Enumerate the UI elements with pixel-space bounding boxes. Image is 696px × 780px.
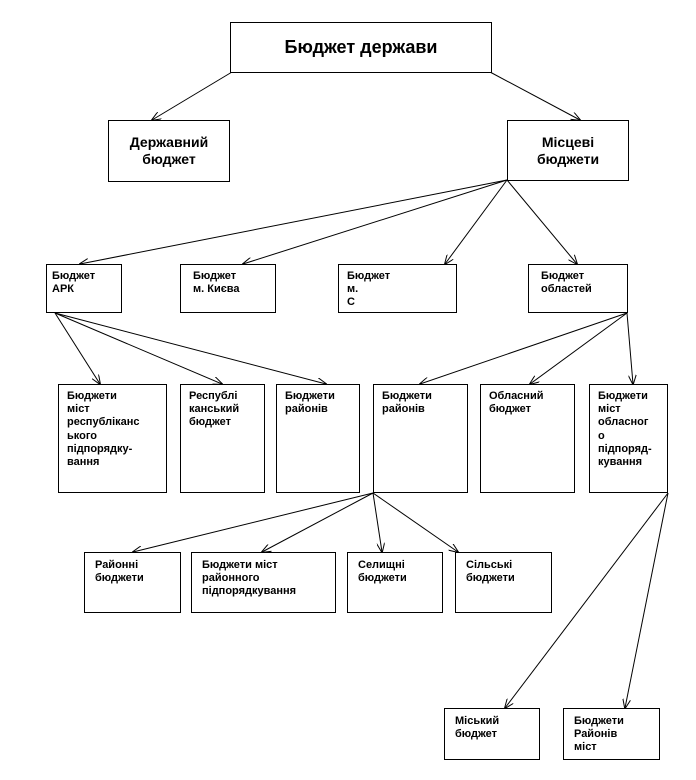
- box-label: Районні бюджети: [95, 559, 144, 585]
- box-label: Міський бюджет: [455, 715, 500, 741]
- arrow-oblasts-to-oblast: [530, 312, 628, 384]
- box-cities-republican-subordination: Бюджети міст республіканс ького підпоряд…: [58, 384, 167, 493]
- box-budget-kyiv: Бюджет м. Києва: [180, 264, 276, 313]
- box-label: Бюджети районів: [382, 390, 432, 416]
- arrow-local-to-oblasts: [506, 179, 577, 264]
- arrow-ark-to-cities-rep: [54, 312, 100, 384]
- box-label: Державний бюджет: [129, 134, 209, 167]
- box-local-budgets: Місцеві бюджети: [507, 120, 629, 181]
- box-cities-raion-subordination: Бюджети міст районного підпорядкування: [191, 552, 336, 613]
- box-label: Бюджет областей: [541, 270, 592, 296]
- arrow-local-to-sev: [445, 179, 508, 264]
- box-budget-sevastopol: Бюджет м. С: [338, 264, 457, 313]
- box-district-budgets-ark: Бюджети районів: [276, 384, 360, 493]
- box-label: Республі канський бюджет: [189, 390, 240, 429]
- box-city-budget: Міський бюджет: [444, 708, 540, 760]
- box-label: Бюджети міст районного підпорядкування: [202, 559, 297, 598]
- box-republican-budget: Республі канський бюджет: [180, 384, 265, 493]
- box-label: Бюджети Районів міст: [574, 715, 624, 754]
- arrow-local-to-kyiv: [243, 179, 508, 264]
- box-label: Бюджети міст обласног о підпоряд- куванн…: [598, 390, 652, 468]
- box-budget-ark: Бюджет АРК: [46, 264, 122, 313]
- box-label: Бюджети міст республіканс ького підпоряд…: [67, 390, 140, 468]
- box-settlement-budgets: Селищні бюджети: [347, 552, 443, 613]
- box-village-budgets: Сільські бюджети: [455, 552, 552, 613]
- box-oblast-budget: Обласний бюджет: [480, 384, 575, 493]
- box-label: Бюджет м. С: [347, 270, 391, 309]
- box-city-district-budgets: Бюджети Районів міст: [563, 708, 660, 760]
- box-label: Місцеві бюджети: [536, 133, 600, 167]
- box-label: Обласний бюджет: [489, 390, 544, 416]
- arrow-districts-to-village: [372, 492, 458, 552]
- box-label: Бюджет держави: [284, 36, 438, 57]
- box-label: Селищні бюджети: [358, 559, 407, 585]
- arrow-districts-to-settlement: [372, 492, 382, 552]
- arrow-oblasts-to-districts: [420, 312, 628, 384]
- arrow-oblasts-to-cities-obl: [626, 312, 633, 384]
- box-budget-of-state: Бюджет держави: [230, 22, 492, 73]
- box-state-budget: Державний бюджет: [108, 120, 230, 182]
- box-district-budgets-oblast: Бюджети районів: [373, 384, 468, 493]
- box-raion-budgets: Районні бюджети: [84, 552, 181, 613]
- box-label: Сільські бюджети: [466, 559, 515, 585]
- box-label: Бюджети районів: [285, 390, 335, 416]
- arrow-ark-to-republican: [54, 312, 222, 384]
- box-label: Бюджет м. Києва: [193, 270, 240, 296]
- box-budget-oblasts: Бюджет областей: [528, 264, 628, 313]
- arrow-local-to-ark: [80, 179, 508, 264]
- arrow-root-to-local: [489, 71, 580, 120]
- arrow-districts-to-cities-raion: [262, 492, 374, 552]
- arrow-cities-obl-to-city-districts: [625, 492, 669, 708]
- arrow-root-to-state: [152, 71, 233, 120]
- arrow-cities-obl-to-city: [505, 492, 669, 708]
- arrow-districts-to-raion: [133, 492, 374, 552]
- box-cities-oblast-subordination: Бюджети міст обласног о підпоряд- куванн…: [589, 384, 668, 493]
- arrow-ark-to-districts: [54, 312, 326, 384]
- box-label: Бюджет АРК: [52, 270, 96, 296]
